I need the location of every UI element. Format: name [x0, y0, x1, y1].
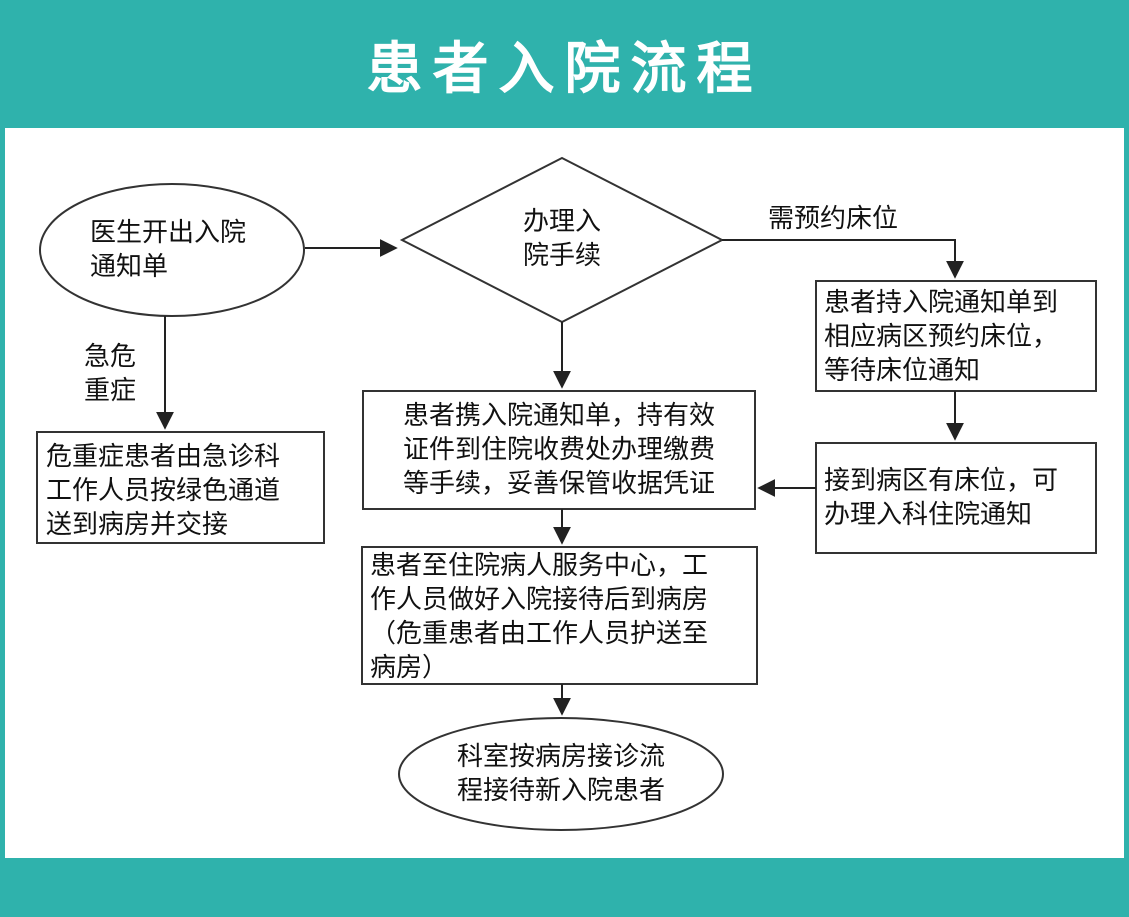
emergency-box	[36, 431, 325, 544]
service-center-box	[361, 546, 758, 685]
decision-node-text: 办理入 院手续	[522, 207, 601, 271]
header-bar: 患者入院流程	[0, 0, 1129, 128]
bed-available-text: 接到病区有床位，可 办理入科住院通知	[824, 466, 1059, 530]
reserve-bed-text: 患者持入院通知单到 相应病区预约床位， 等待床位通知	[824, 288, 1059, 386]
end-node-text: 科室按病房接诊流 程接待新入院患者	[456, 742, 665, 806]
bed-available-box	[815, 442, 1097, 554]
end-ellipse	[398, 717, 724, 831]
start-node-text: 医生开出入院 通知单	[90, 218, 247, 282]
page-title: 患者入院流程	[366, 36, 763, 102]
reserve-bed-box	[815, 280, 1097, 392]
emergency-label: 急危 重症	[84, 342, 137, 406]
payment-box-text: 患者携入院通知单，持有效 证件到住院收费处办理缴费 等手续，妥善保管收据凭证	[402, 401, 715, 499]
payment-box	[362, 390, 756, 510]
start-ellipse	[39, 183, 305, 317]
reserve-bed-label: 需预约床位	[768, 204, 899, 234]
service-center-text: 患者至住院病人服务中心，工 作人员做好入院接待后到病房 （危重患者由工作人员护送…	[370, 551, 709, 683]
arrow-decision-to-reserve	[722, 239, 964, 279]
emergency-box-text: 危重症患者由急诊科 工作人员按绿色通道 送到病房并交接	[46, 442, 281, 540]
